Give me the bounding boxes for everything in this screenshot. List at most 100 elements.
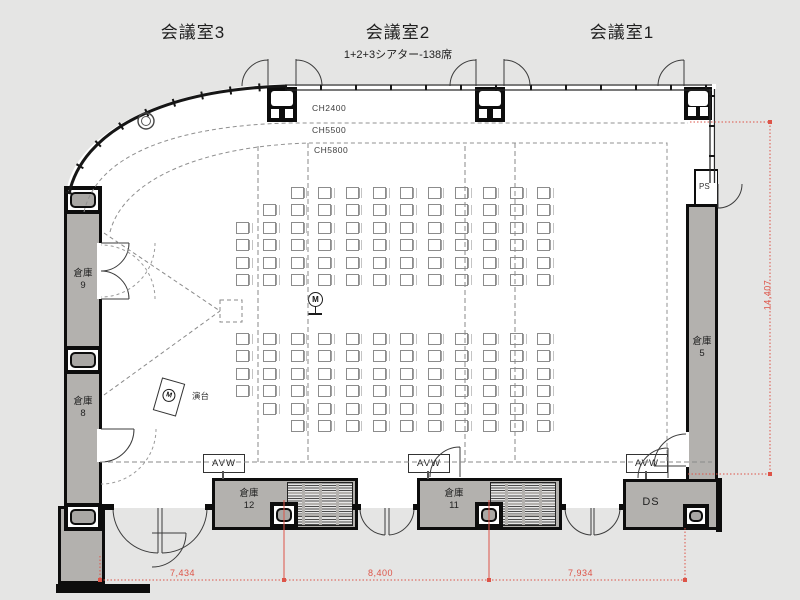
seat (290, 274, 308, 286)
seat (373, 221, 390, 234)
ps-label: PS (699, 182, 710, 191)
seat (236, 221, 253, 234)
seat (455, 333, 472, 345)
seat (400, 274, 417, 286)
microphone-icon: M (308, 292, 323, 315)
seat (455, 239, 472, 252)
left-column-bottom (64, 503, 102, 531)
seat (373, 274, 390, 286)
seat (537, 221, 554, 234)
seat (236, 256, 253, 269)
ch5800-label: CH5800 (314, 145, 349, 155)
seat (510, 187, 527, 199)
seat (400, 187, 417, 199)
seat (427, 367, 445, 380)
seat (373, 187, 390, 199)
seat (373, 333, 390, 345)
seat (400, 402, 417, 415)
seat (455, 221, 472, 234)
seat (455, 274, 472, 286)
storage8-door-opening (97, 429, 105, 462)
seat (290, 333, 308, 345)
seat (510, 256, 527, 269)
seat (482, 350, 500, 363)
room1-title: 会議室1 (589, 23, 655, 42)
seat (537, 187, 554, 199)
seat (455, 187, 472, 199)
seat (263, 333, 280, 345)
dim-14407: 14,407 (762, 279, 773, 311)
ps-door-swing (717, 183, 743, 209)
seat (400, 204, 417, 217)
seat (345, 256, 363, 269)
seat (290, 221, 308, 234)
room2-subtitle: 1+2+3シアター-138席 (343, 49, 453, 61)
seat (427, 204, 445, 217)
seat (400, 385, 417, 398)
seat (263, 367, 280, 380)
seat (373, 367, 390, 380)
seat (427, 274, 445, 286)
seat (318, 367, 335, 380)
seat (455, 204, 472, 217)
seat (427, 385, 445, 398)
seat (482, 256, 500, 269)
seat (400, 333, 417, 345)
seat (455, 256, 472, 269)
seat (427, 333, 445, 345)
ch5500-label: CH5500 (312, 125, 347, 135)
seat (236, 350, 253, 363)
seat (482, 221, 500, 234)
seat (318, 420, 335, 432)
seat (263, 239, 280, 252)
seat (290, 385, 308, 398)
seat (318, 402, 335, 415)
seat (482, 402, 500, 415)
top-assembly-right (684, 87, 712, 120)
seat (345, 221, 363, 234)
seat (455, 420, 472, 432)
seat (482, 333, 500, 345)
ch2400-label: CH2400 (312, 103, 347, 113)
seat (400, 221, 417, 234)
seat (455, 367, 472, 380)
seat (318, 239, 335, 252)
seat (373, 420, 390, 432)
seat (510, 239, 527, 252)
seat (263, 385, 280, 398)
seat (455, 402, 472, 415)
seat (510, 420, 527, 432)
seat (263, 221, 280, 234)
dim-7934: 7,934 (568, 568, 594, 578)
seat (318, 256, 335, 269)
seat (263, 204, 280, 217)
seat (510, 333, 527, 345)
seat (510, 274, 527, 286)
seat (537, 204, 554, 217)
seat (236, 367, 253, 380)
seat (482, 385, 500, 398)
seat (236, 274, 253, 286)
seat (455, 385, 472, 398)
column-storage11 (475, 502, 503, 528)
seat (400, 367, 417, 380)
avw-box-right: AVW (626, 454, 668, 473)
seat (510, 204, 527, 217)
seat (290, 350, 308, 363)
seat (263, 256, 280, 269)
seat (345, 274, 363, 286)
seat (537, 420, 554, 432)
top-assembly-center (475, 87, 505, 122)
column-ds (683, 504, 709, 528)
seat (345, 187, 363, 199)
podium-label: 演台 (192, 391, 210, 401)
seat (290, 402, 308, 415)
room3-title: 会議室3 (160, 23, 226, 42)
seat (537, 402, 554, 415)
seat (373, 239, 390, 252)
seat (510, 402, 527, 415)
